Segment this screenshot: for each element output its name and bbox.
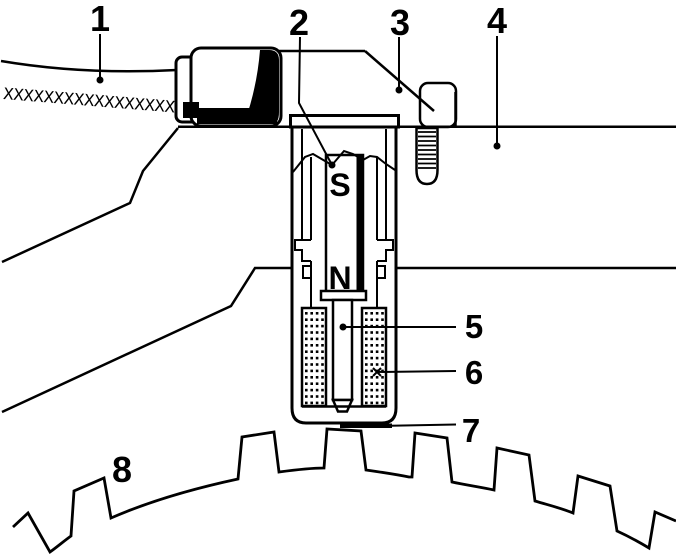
connector-shading-stripe — [244, 50, 279, 124]
callout-3-label: 3 — [390, 2, 410, 43]
callout-1: 1 — [90, 0, 110, 84]
trigger-wheel-teeth — [12, 427, 676, 555]
bracket-left-upper-edge — [1, 127, 179, 264]
potting-surface-line — [292, 149, 396, 173]
callout-2-label: 2 — [289, 2, 309, 43]
callout-7: 7 — [389, 412, 480, 449]
sensor-housing — [277, 49, 458, 129]
pole-piece — [340, 423, 392, 428]
cable-top-edge — [0, 59, 178, 73]
bracket-left-lower-edge — [1, 266, 293, 414]
magnet-shading — [356, 155, 363, 293]
coil-winding-right — [360, 306, 388, 408]
connector-bottom-band — [197, 108, 277, 124]
trigger-wheel — [12, 427, 676, 555]
callout-3: 3 — [390, 2, 410, 94]
sensor-barrel: S N — [290, 127, 398, 428]
bolt-threads — [418, 131, 436, 169]
magnet-pole-north-label: N — [328, 260, 351, 296]
mounting-bolt — [415, 126, 439, 186]
callout-8: 8 — [112, 449, 132, 490]
callout-8-label: 8 — [112, 449, 132, 490]
callout-4: 4 — [487, 0, 507, 150]
callout-1-label: 1 — [90, 0, 110, 39]
sensor-flange — [289, 114, 400, 129]
bobbin-notch-left — [302, 265, 312, 279]
callouts: 1 2 3 4 5 6 7 — [90, 0, 507, 490]
magnet-pole-south-label: S — [329, 167, 350, 203]
coil-winding-left — [300, 306, 328, 408]
callout-4-label: 4 — [487, 0, 507, 41]
cable-braid-pattern: XXXXXXXXXXXXXXXXX — [3, 84, 176, 116]
pole-pin — [331, 298, 354, 402]
bolt-body — [415, 126, 439, 186]
connector-band-step — [183, 102, 199, 118]
callout-5-label: 5 — [465, 308, 483, 345]
callout-6-label: 6 — [465, 354, 483, 391]
housing-body — [277, 51, 455, 127]
callout-7-label: 7 — [462, 412, 480, 449]
bobbin-notch-right — [376, 265, 386, 279]
cable-connector — [174, 46, 283, 128]
bobbin-step-left — [294, 239, 311, 262]
callout-2: 2 — [289, 2, 336, 169]
sensor-cable: XXXXXXXXXXXXXXXXX — [0, 59, 178, 117]
mounting-bracket — [1, 127, 676, 414]
bobbin-step-right — [377, 239, 394, 262]
callout-6: 6 — [372, 354, 483, 391]
callout-5: 5 — [339, 308, 483, 345]
